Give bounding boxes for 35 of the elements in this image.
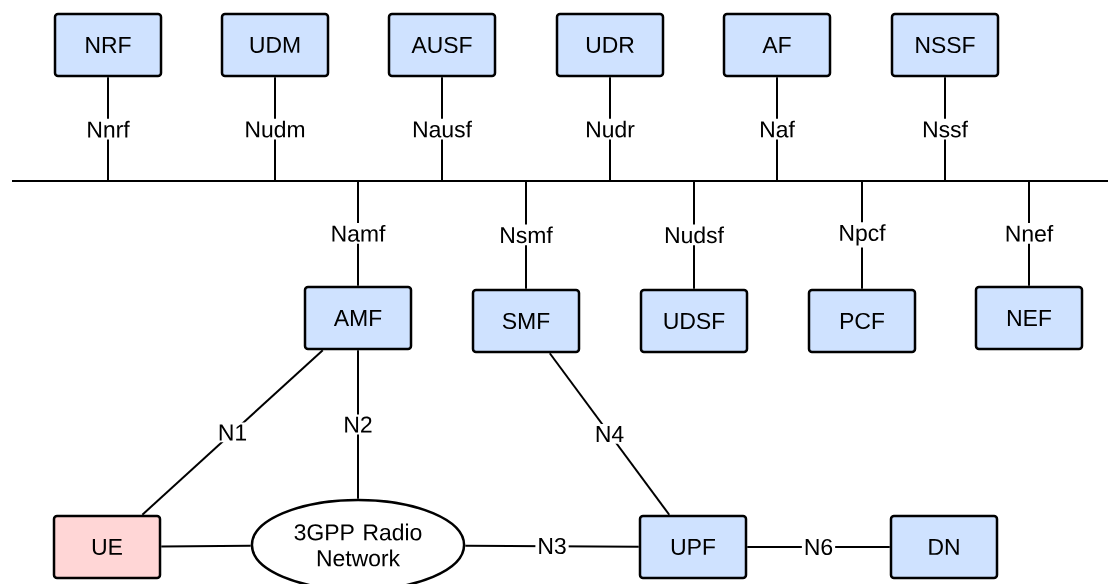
function-box: DN — [889, 514, 999, 580]
function-box: AUSF — [387, 12, 497, 78]
edge-label: Nsmf — [497, 224, 555, 246]
edge-label: N6 — [801, 536, 836, 558]
function-box: NSSF — [890, 12, 1000, 78]
edge-label: Nudr — [583, 118, 637, 140]
edge-label: Naf — [757, 118, 797, 140]
edge-label: Nnrf — [84, 118, 132, 140]
edge-label: N4 — [592, 424, 627, 444]
edge-label: Namf — [328, 222, 388, 244]
edge-label: N3 — [535, 535, 569, 557]
device-box: UE — [52, 514, 162, 580]
function-box: UDR — [555, 12, 665, 78]
function-box: NRF — [53, 12, 163, 78]
edge-label: N2 — [341, 414, 375, 435]
edge-label: Nudm — [242, 118, 308, 140]
function-box: UDSF — [639, 288, 749, 354]
connector-line — [160, 544, 252, 548]
bus-line — [12, 180, 1108, 182]
edge-label: Nudsf — [662, 224, 726, 246]
edge-label: Nssf — [920, 118, 970, 140]
function-box: UDM — [220, 12, 330, 78]
function-box: SMF — [471, 288, 581, 354]
edge-label: Npcf — [836, 222, 888, 248]
edge-label: Nnef — [1002, 222, 1056, 244]
function-box: NEF — [974, 285, 1084, 351]
connector-line — [357, 349, 359, 500]
function-box: PCF — [807, 288, 917, 354]
function-box: AMF — [303, 285, 413, 351]
function-box: UPF — [638, 514, 748, 580]
function-box: AF — [722, 12, 832, 78]
edge-label: N1 — [215, 422, 250, 443]
connector-line — [141, 349, 324, 516]
connector-line — [548, 352, 671, 516]
edge-label: Nausf — [410, 118, 474, 140]
